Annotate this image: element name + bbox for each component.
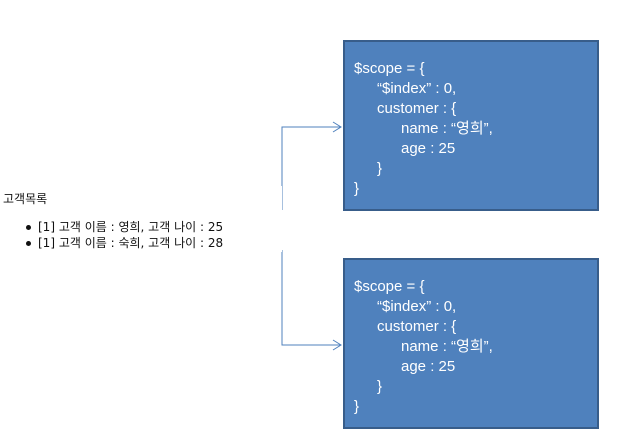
code-line: “$index” : 0, [377,298,457,315]
bullet-icon [26,241,31,246]
arrowhead-bottom [332,339,342,351]
code-line: } [354,180,360,197]
list-title: 고객목록 [3,192,48,206]
code-line: “$index” : 0, [377,80,457,97]
list-item: [1] 고객 이름 : 숙희, 고객 나이 : 28 [0,235,223,251]
arrowhead-top [332,121,342,133]
connector-to-top-box [281,126,341,210]
code-line: $scope = { [354,278,425,295]
connector-to-bottom-box [281,250,341,346]
bullet-icon [26,225,31,230]
code-line: name : “영희”, [401,338,493,355]
code-line: name : “영희”, [401,120,493,137]
code-line: } [377,378,383,395]
list-item-text: [1] 고객 이름 : 영희, 고객 나이 : 25 [38,220,224,234]
code-line: $scope = { [354,60,425,77]
scope-box-top: $scope = { “$index” : 0, customer : { na… [343,40,599,211]
scope-box-bottom: $scope = { “$index” : 0, customer : { na… [343,258,599,429]
code-line: age : 25 [401,140,456,157]
code-line: age : 25 [401,358,456,375]
code-line: } [354,398,360,415]
code-line: } [377,160,383,177]
customer-list: [1] 고객 이름 : 영희, 고객 나이 : 25 [1] 고객 이름 : 숙… [0,219,223,251]
customer-list-panel: 고객목록 [1] 고객 이름 : 영희, 고객 나이 : 25 [1] 고객 이… [0,186,282,252]
list-item: [1] 고객 이름 : 영희, 고객 나이 : 25 [0,219,223,235]
code-line: customer : { [377,100,457,117]
code-line: customer : { [377,318,457,335]
list-item-text: [1] 고객 이름 : 숙희, 고객 나이 : 28 [38,236,224,250]
